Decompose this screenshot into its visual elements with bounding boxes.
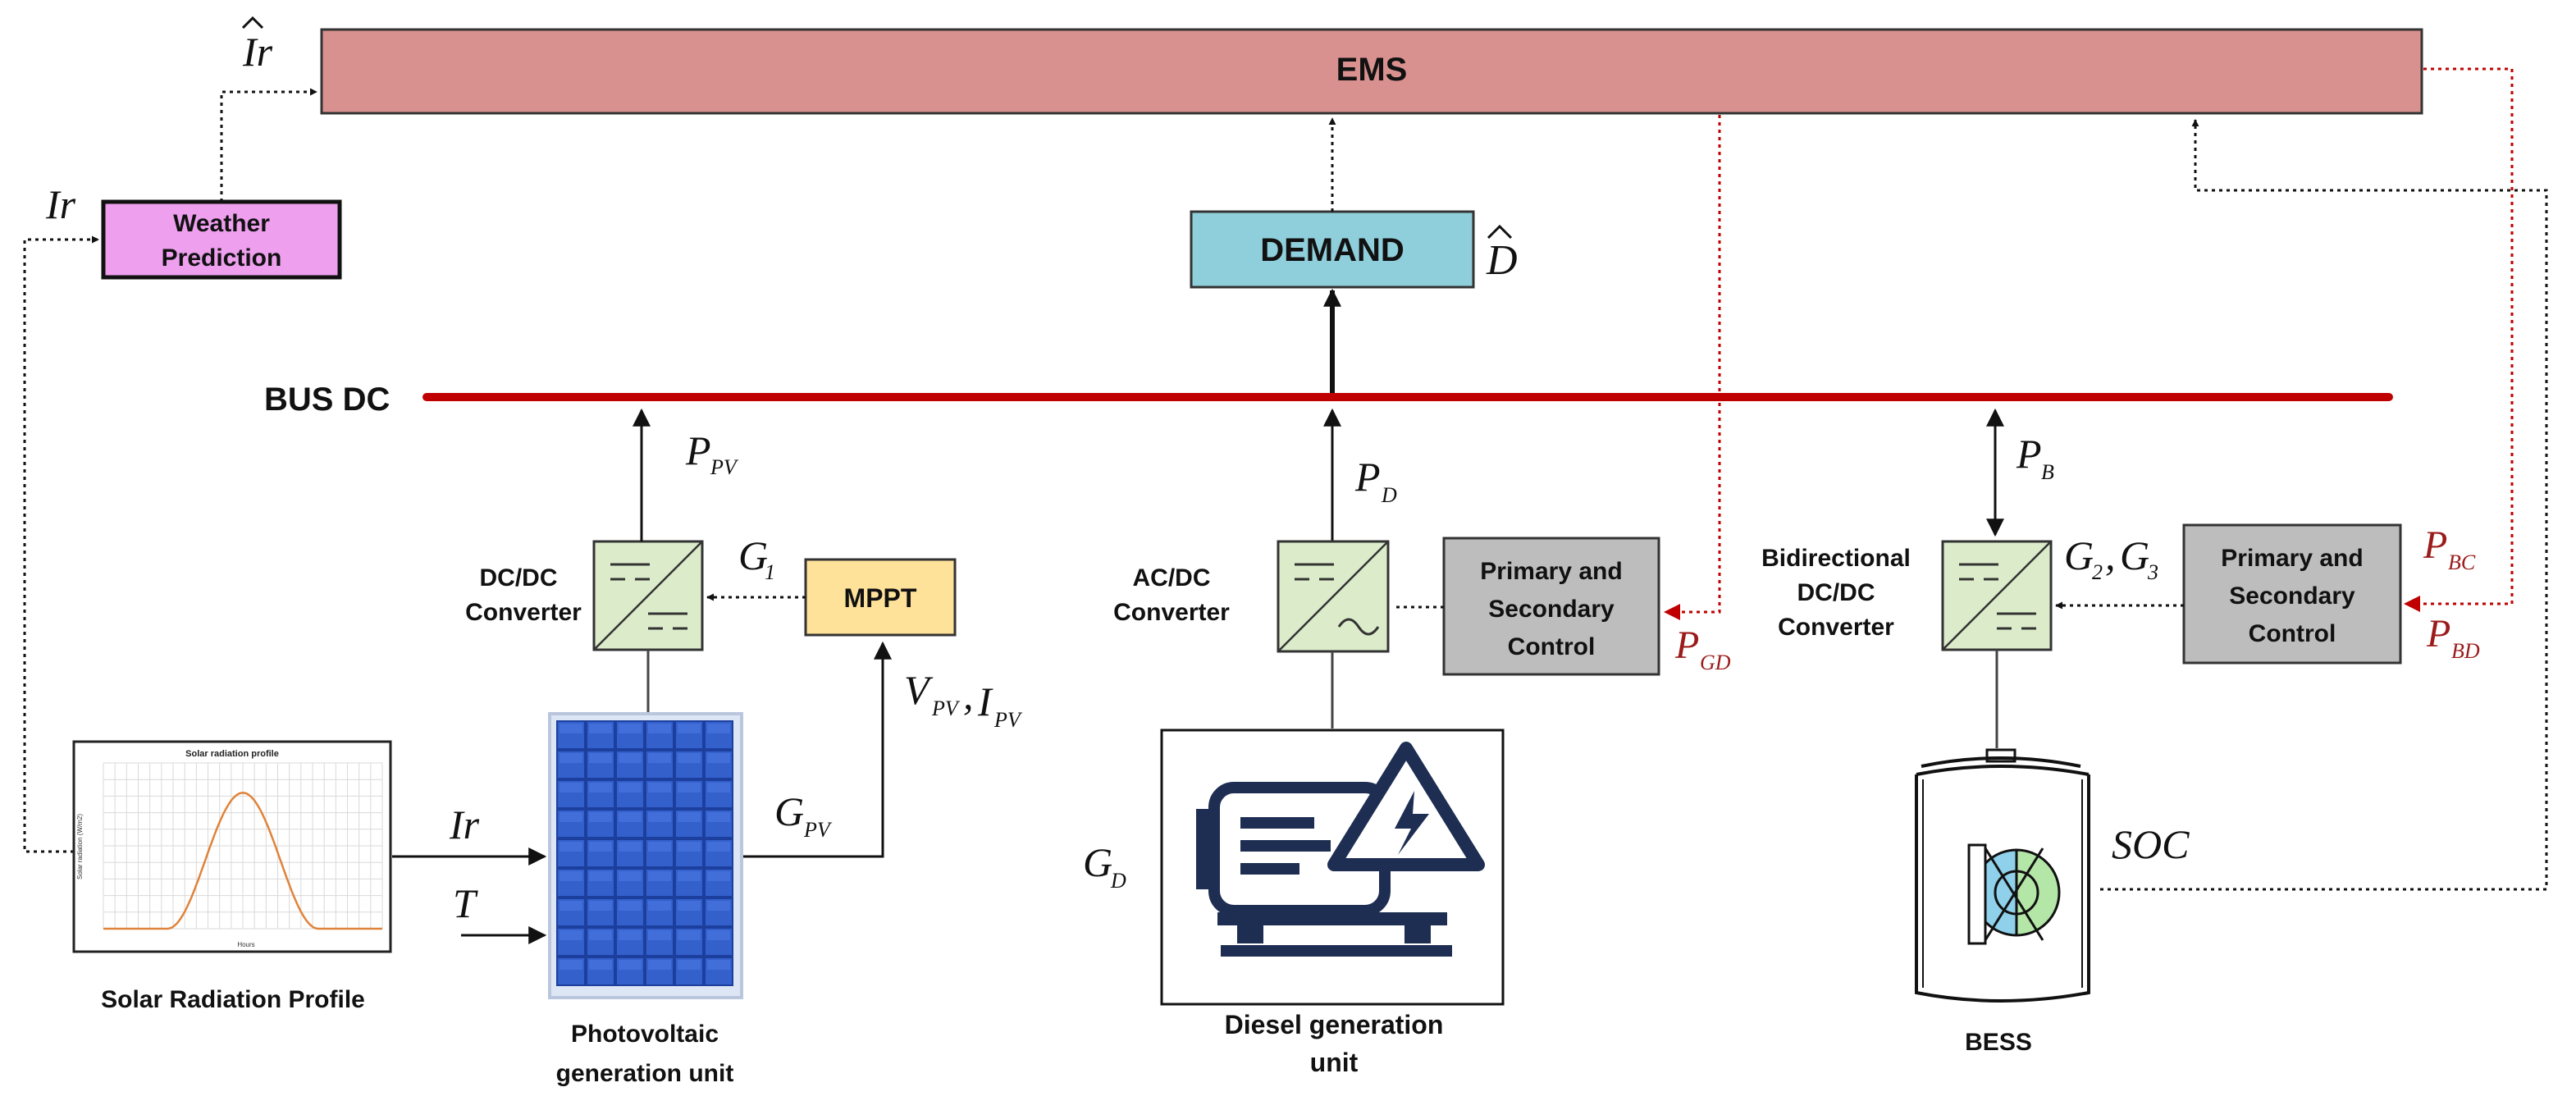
svg-text:PV: PV: [710, 455, 739, 479]
svg-text:G: G: [738, 532, 768, 578]
d-hat-symbol: D: [1486, 224, 1518, 284]
svg-text:BD: BD: [2451, 639, 2480, 663]
pv-converter-label-line1: DC/DC: [480, 564, 558, 592]
g-pv-symbol: G PV: [774, 788, 833, 842]
svg-text:I: I: [977, 678, 993, 724]
diesel-unit-label-line1: Diesel generation: [1225, 1010, 1444, 1039]
acdc-converter: [1277, 540, 1390, 653]
mppt-label: MPPT: [844, 583, 917, 613]
ac-converter-label-line1: AC/DC: [1133, 564, 1211, 592]
ir-to-weather-line: [23, 235, 99, 853]
diesel-unit-label-line2: unit: [1310, 1048, 1359, 1077]
bi-converter-label-line3: Converter: [1778, 614, 1894, 641]
diesel-control-block: Primary and Secondary Control: [1442, 537, 1660, 676]
demand-block: DEMAND: [1190, 210, 1475, 289]
svg-text:P: P: [685, 427, 711, 473]
chart-ylabel: Solar radiation (W/m2): [76, 814, 84, 879]
svg-text:P: P: [2423, 523, 2447, 567]
mppt-block: MPPT: [804, 558, 957, 637]
t-symbol: T: [453, 880, 478, 926]
diesel-generator: [1160, 729, 1505, 1006]
bess-battery: [1915, 748, 2090, 1003]
diesel-control-line1: Primary and: [1480, 558, 1622, 585]
pv-unit-label-line2: generation unit: [556, 1060, 734, 1087]
svg-text:D: D: [1110, 869, 1126, 893]
soc-to-ems-line: [2100, 119, 2548, 891]
bi-converter-label-line2: DC/DC: [1797, 579, 1875, 606]
svg-text:Ir: Ir: [242, 29, 273, 75]
ems-label: EMS: [1336, 52, 1408, 88]
svg-text:G: G: [774, 788, 804, 834]
weather-label-line1: Weather: [173, 210, 270, 237]
svg-text:G: G: [2064, 532, 2094, 578]
solar-radiation-chart: Solar radiation profile Solar radiation …: [72, 740, 392, 953]
pv-unit-label-line1: Photovoltaic: [571, 1021, 719, 1048]
g1-symbol: G 1: [738, 532, 775, 584]
svg-text:PV: PV: [803, 818, 833, 842]
bess-label: BESS: [1965, 1029, 2032, 1056]
svg-text:P: P: [2426, 612, 2450, 655]
bess-logo-icon: [1967, 843, 2061, 945]
svg-text:D: D: [1381, 483, 1397, 507]
bess-control-line3: Control: [2249, 620, 2336, 647]
bi-converter-label-line1: Bidirectional: [1761, 545, 1911, 572]
diesel-control-line2: Secondary: [1488, 596, 1615, 623]
pv-converter-label-line2: Converter: [465, 599, 582, 626]
svg-text:B: B: [2041, 460, 2054, 484]
pv-dcdc-converter: [592, 540, 704, 651]
weather-to-ems-line: [220, 88, 317, 202]
svg-text:PV: PV: [993, 708, 1023, 732]
p-gd-symbol: P GD: [1674, 624, 1731, 674]
p-bd-symbol: P BD: [2426, 612, 2480, 663]
p-d-symbol: P D: [1354, 454, 1397, 507]
svg-text:,: ,: [963, 672, 974, 718]
g-d-symbol: G D: [1083, 839, 1126, 893]
diesel-control-line3: Control: [1508, 633, 1596, 660]
demand-label: DEMAND: [1260, 232, 1404, 268]
pv-panel: [548, 712, 743, 999]
svg-text:2: 2: [2092, 560, 2103, 584]
svg-text:PV: PV: [931, 697, 961, 720]
svg-text:P: P: [1354, 454, 1381, 500]
g2-g3-symbol: G 2 , G 3: [2064, 532, 2158, 584]
chart-xlabel: Hours: [237, 941, 254, 948]
solar-radiation-curve: [103, 792, 382, 930]
ems-to-bess-control-line: [2404, 67, 2514, 612]
v-pv-i-pv-symbol: V PV , I PV: [904, 667, 1023, 732]
ir-hat-symbol: Ir: [241, 16, 273, 75]
svg-text:D: D: [1486, 237, 1518, 284]
solar-profile-caption: Solar Radiation Profile: [101, 986, 365, 1013]
bidirectional-converter: [1941, 540, 2053, 651]
bus-dc-label: BUS DC: [264, 381, 390, 418]
svg-text:P: P: [2016, 431, 2042, 477]
weather-prediction-block: Weather Prediction: [101, 199, 342, 280]
svg-text:1: 1: [765, 560, 775, 584]
svg-text:G: G: [2120, 532, 2149, 578]
p-bc-symbol: P BC: [2423, 523, 2476, 574]
ems-to-diesel-control-line: [1664, 115, 1721, 620]
svg-text:GD: GD: [1700, 651, 1731, 674]
generator-icon: [1196, 742, 1485, 957]
p-b-symbol: P B: [2016, 431, 2054, 484]
svg-text:BC: BC: [2448, 550, 2476, 574]
ir-pv-symbol: Ir: [449, 802, 480, 847]
pv-to-mppt-line: [743, 641, 892, 858]
ac-converter-label-line2: Converter: [1113, 599, 1230, 626]
p-pv-symbol: P PV: [685, 427, 739, 479]
svg-text:3: 3: [2147, 560, 2158, 584]
soc-symbol: SOC: [2112, 821, 2190, 867]
svg-text:G: G: [1083, 839, 1112, 885]
bess-control-block: Primary and Secondary Control: [2182, 523, 2402, 665]
bess-control-line1: Primary and: [2221, 545, 2363, 572]
svg-text:P: P: [1674, 624, 1699, 667]
weather-label-line2: Prediction: [162, 244, 282, 272]
svg-text:V: V: [904, 667, 934, 713]
ir-weather-symbol: Ir: [45, 181, 76, 227]
bess-control-line2: Secondary: [2229, 582, 2355, 610]
chart-title: Solar radiation profile: [185, 749, 279, 759]
svg-text:,: ,: [2105, 532, 2116, 578]
chart-grid: [103, 762, 383, 930]
ems-block: EMS: [320, 28, 2423, 115]
